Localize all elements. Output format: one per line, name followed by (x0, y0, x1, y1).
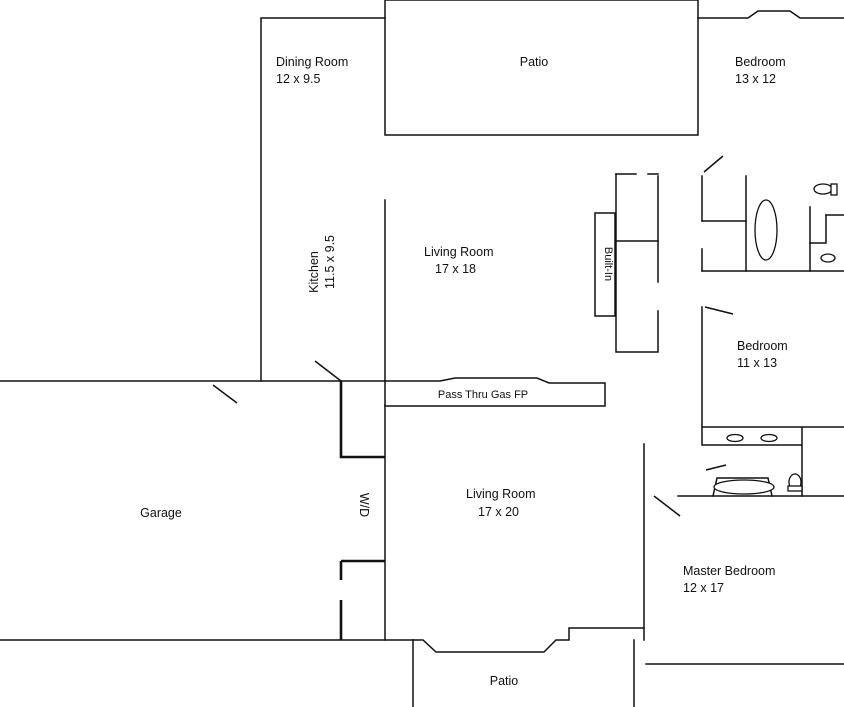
living-room-upper-name: Living Room (424, 245, 493, 259)
kitchen-size: 11.5 x 9.5 (323, 235, 337, 289)
living-room-upper-size: 17 x 18 (435, 262, 476, 276)
garage-label: Garage (140, 506, 182, 520)
toilet-tank-icon (830, 183, 838, 196)
patio-top-outline (384, 0, 699, 136)
fireplace-label: Pass Thru Gas FP (438, 389, 528, 401)
sink-icon (760, 433, 778, 443)
bathtub-icon (713, 479, 775, 495)
bedroom-mid-size: 11 x 13 (737, 356, 777, 370)
bathtub-icon (754, 199, 778, 261)
bedroom-top-name: Bedroom (735, 55, 786, 69)
living-room-lower-name: Living Room (466, 487, 535, 501)
sink-icon (726, 433, 744, 443)
built-in-cabinet (594, 173, 659, 353)
toilet-tank-icon (787, 485, 803, 492)
washer-dryer-label: W/D (357, 493, 371, 517)
bedroom-top-size: 13 x 12 (735, 72, 776, 86)
master-bedroom-size: 12 x 17 (683, 581, 724, 595)
fireplace-outline (384, 377, 606, 407)
patio-bottom-label: Patio (490, 674, 519, 688)
living-room-lower-size: 17 x 20 (478, 505, 519, 519)
labels: Dining Room 12 x 9.5 Patio Bedroom 13 x … (140, 55, 788, 688)
kitchen-name: Kitchen (307, 251, 321, 293)
patio-top-label: Patio (520, 55, 549, 69)
built-in-label: Built-In (602, 247, 614, 281)
master-bedroom-name: Master Bedroom (683, 564, 775, 578)
toilet-icon (813, 183, 833, 195)
sink-icon (820, 253, 836, 263)
doors (212, 155, 734, 517)
dining-room-size: 12 x 9.5 (276, 72, 321, 86)
dining-room-name: Dining Room (276, 55, 348, 69)
bedroom-mid-name: Bedroom (737, 339, 788, 353)
bathroom-fixtures (712, 183, 838, 497)
